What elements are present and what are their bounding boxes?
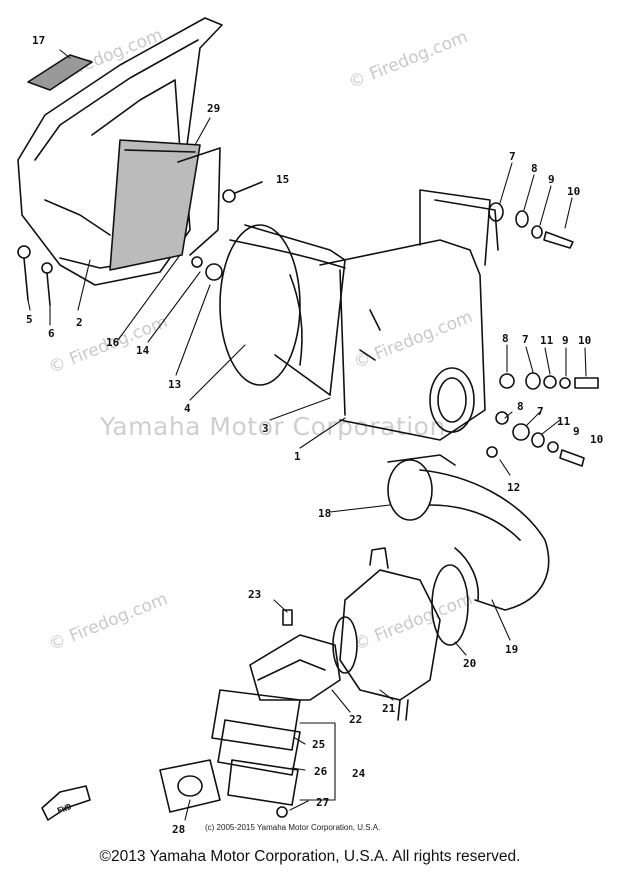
callout-28: 28 <box>172 823 185 836</box>
screw-12 <box>486 446 498 458</box>
callout-18: 18 <box>318 507 331 520</box>
callout-6: 6 <box>48 327 55 340</box>
callout-7: 7 <box>537 405 544 418</box>
callout-24: 24 <box>352 767 366 780</box>
callout-3: 3 <box>262 422 269 435</box>
callout-14: 14 <box>136 344 150 357</box>
reed-valve <box>211 689 301 806</box>
callout-9: 9 <box>548 173 555 186</box>
air-box-case <box>219 189 499 441</box>
callout-4: 4 <box>184 402 191 415</box>
callout-12: 12 <box>507 481 520 494</box>
watermark-center: Yamaha Motor Corporation <box>100 412 446 441</box>
callout-10: 10 <box>590 433 603 446</box>
callout-11: 11 <box>557 415 571 428</box>
inner-copyright: (c) 2005-2015 Yamaha Motor Corporation, … <box>205 823 381 832</box>
callout-2: 2 <box>76 316 83 329</box>
callout-8: 8 <box>517 400 524 413</box>
hardware-row-2 <box>499 372 599 390</box>
callout-22: 22 <box>349 713 362 726</box>
callout-27: 27 <box>316 796 329 809</box>
footer-copyright: ©2013 Yamaha Motor Corporation, U.S.A. A… <box>99 848 521 865</box>
filter-element-29 <box>109 139 201 271</box>
screw-23 <box>282 609 293 626</box>
callout-5: 5 <box>26 313 33 326</box>
intake-manifold <box>249 634 341 701</box>
callout-8: 8 <box>531 162 538 175</box>
callout-19: 19 <box>505 643 518 656</box>
callout-10: 10 <box>578 334 591 347</box>
decal-17 <box>27 54 93 91</box>
hardware-row-1 <box>488 202 574 249</box>
callout-13: 13 <box>168 378 181 391</box>
fwd-label: FWD <box>56 802 73 815</box>
callout-20: 20 <box>463 657 476 670</box>
callout-7: 7 <box>509 150 516 163</box>
hardware-row-3 <box>495 411 585 467</box>
screw-15 <box>222 181 263 203</box>
fwd-arrow <box>41 785 91 821</box>
callout-23: 23 <box>248 588 261 601</box>
callout-21: 21 <box>382 702 396 715</box>
callout-1: 1 <box>294 450 301 463</box>
washer-6 <box>41 262 53 306</box>
callout-7: 7 <box>522 333 529 346</box>
callout-26: 26 <box>314 765 328 778</box>
callout-8: 8 <box>502 332 509 345</box>
carburetor <box>332 547 441 721</box>
callout-25: 25 <box>312 738 325 751</box>
gasket-28 <box>159 759 221 813</box>
callout-15: 15 <box>276 173 289 186</box>
callout-9: 9 <box>562 334 569 347</box>
callout-17: 17 <box>32 34 45 47</box>
callout-10: 10 <box>567 185 580 198</box>
screw-5 <box>17 245 31 301</box>
callout-16: 16 <box>106 336 120 349</box>
clip-13 <box>191 256 223 281</box>
callout-9: 9 <box>573 425 580 438</box>
screw-27 <box>276 806 288 818</box>
callout-11: 11 <box>540 334 554 347</box>
callout-29: 29 <box>207 102 220 115</box>
intake-joint <box>387 454 550 611</box>
